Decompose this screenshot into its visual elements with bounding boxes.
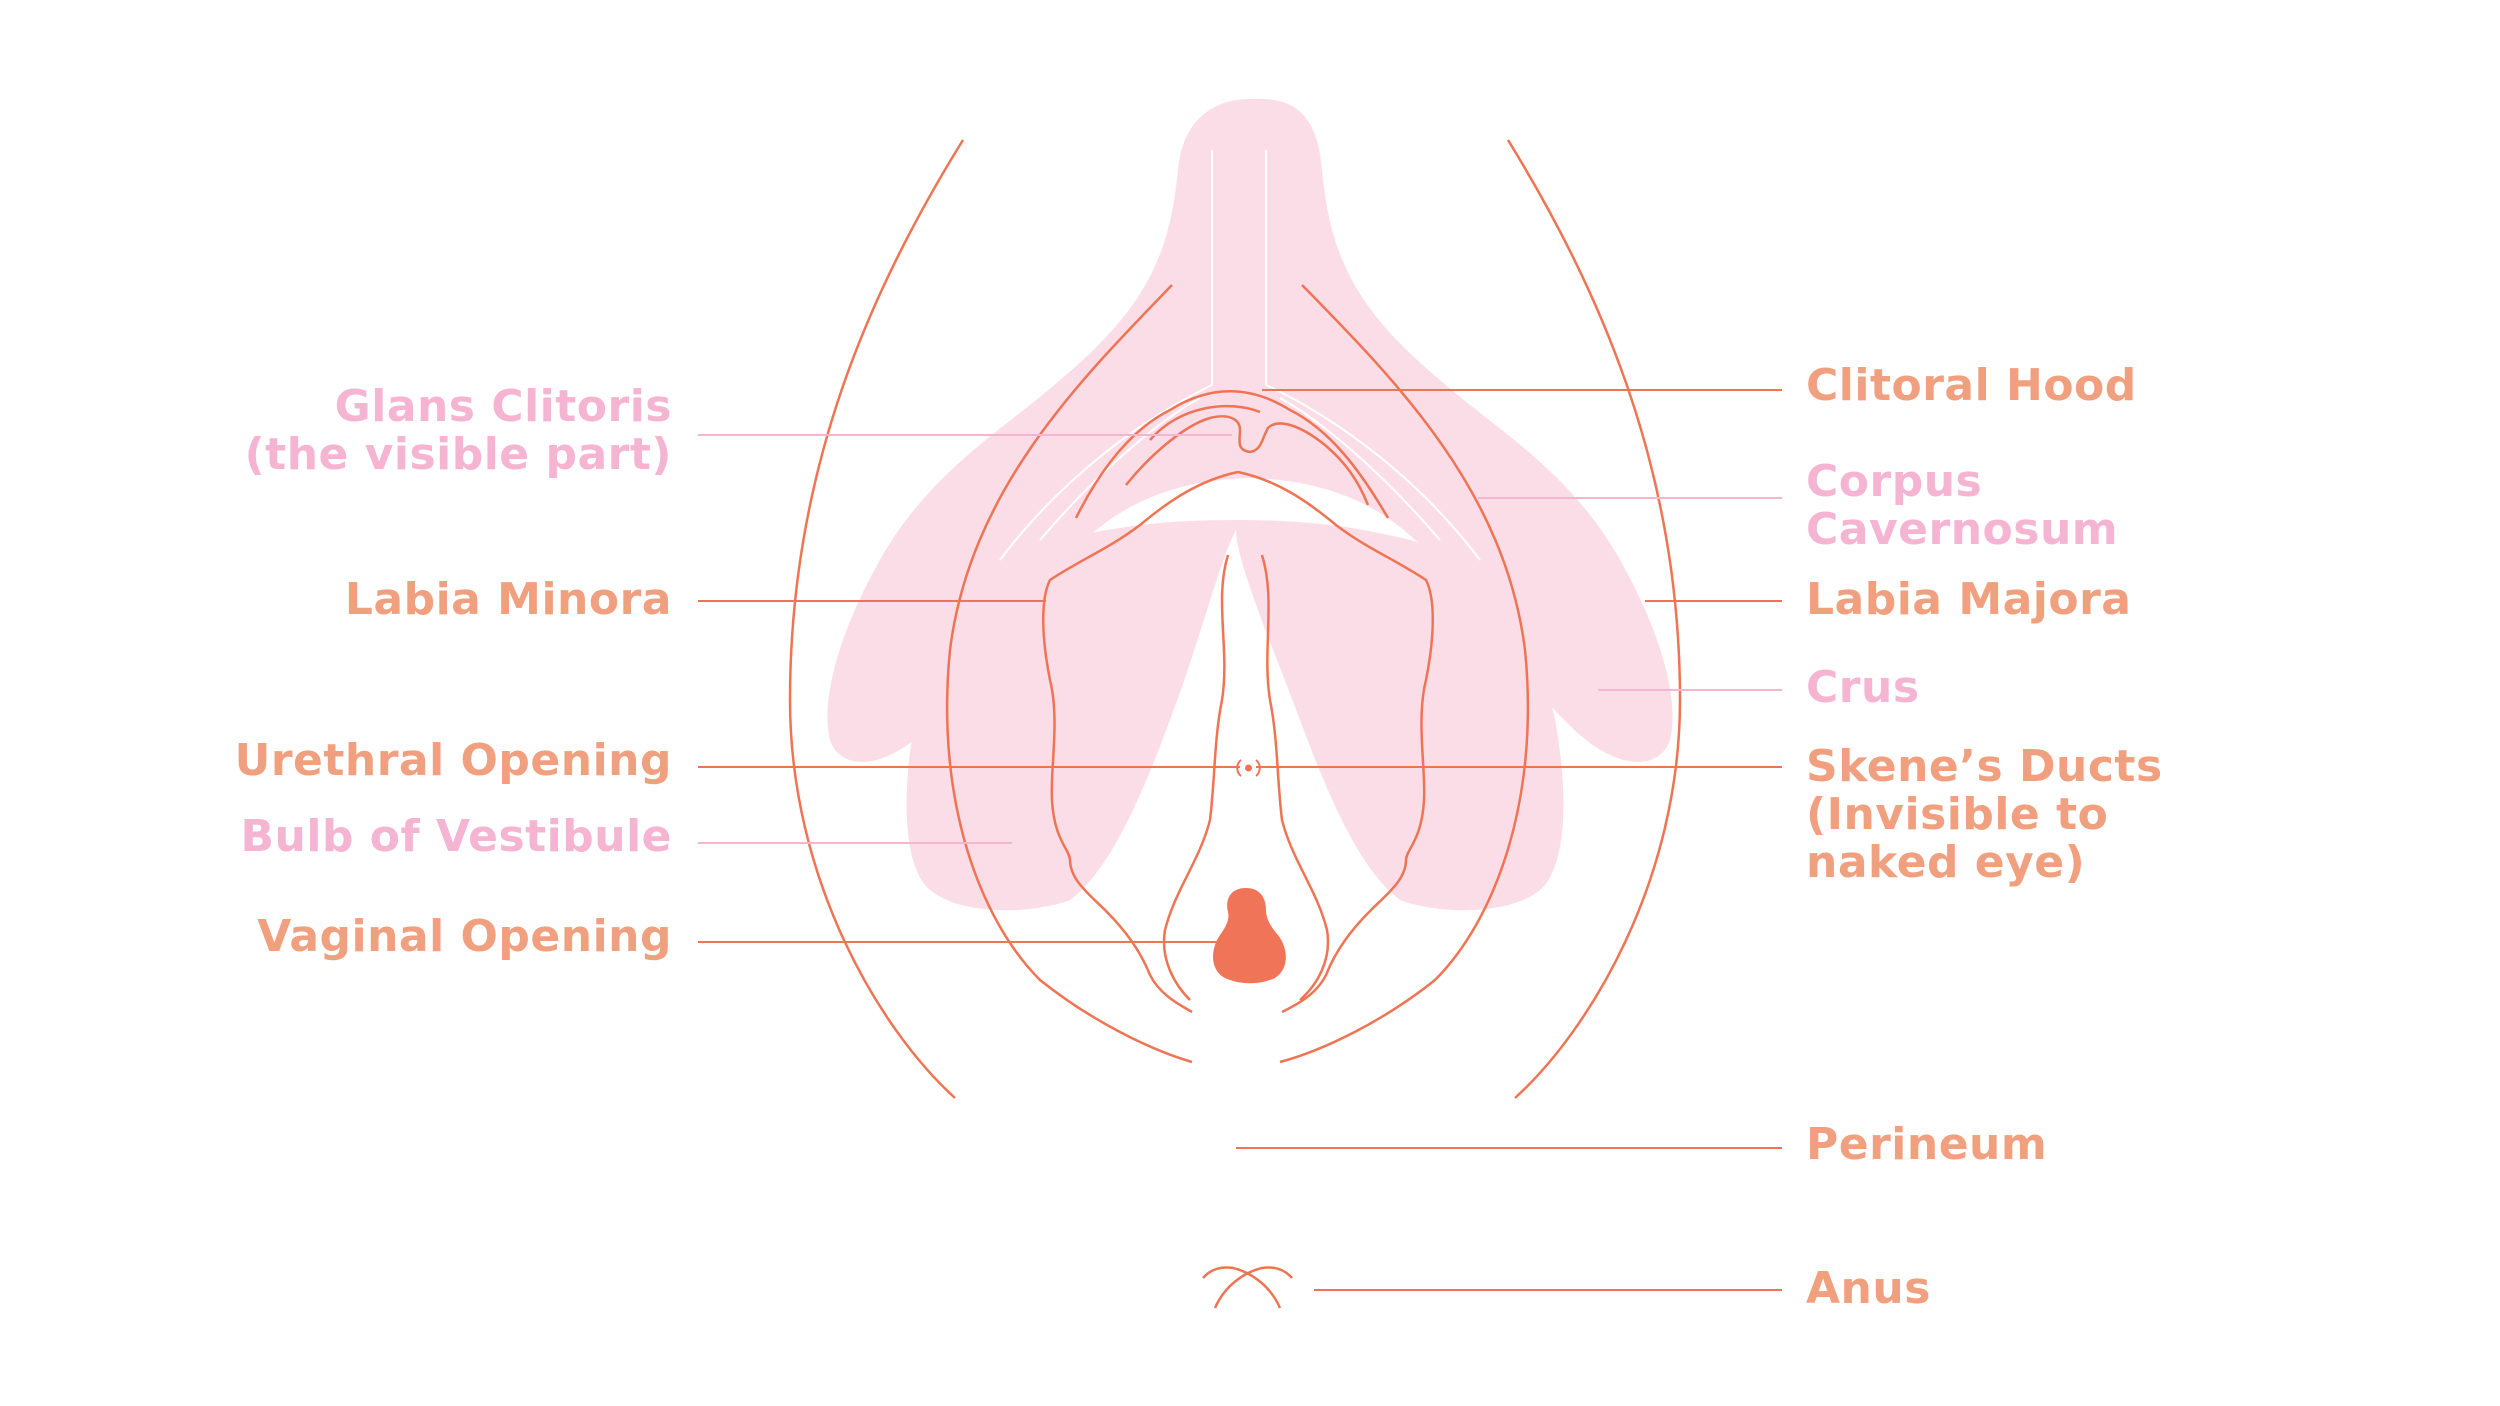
label-labia-majora: Labia Majora bbox=[1806, 576, 2132, 624]
label-glans-clitoris: Glans Clitoris (the visible part) bbox=[245, 383, 672, 479]
label-vaginal-opening: Vaginal Opening bbox=[257, 913, 672, 961]
vaginal-opening-shape bbox=[1213, 888, 1286, 983]
anus-mark bbox=[1203, 1267, 1292, 1308]
label-urethral-opening: Urethral Opening bbox=[235, 737, 672, 785]
label-crus: Crus bbox=[1806, 664, 1920, 712]
bulb-of-vestibule-shape bbox=[907, 520, 1564, 910]
label-corpus-cavernosum: Corpus Cavernosum bbox=[1806, 458, 2118, 554]
label-labia-minora: Labia Minora bbox=[345, 576, 672, 624]
label-skenes-ducts: Skene’s Ducts (Invisible to naked eye) bbox=[1806, 743, 2163, 887]
label-anus: Anus bbox=[1806, 1265, 1931, 1313]
label-perineum: Perineum bbox=[1806, 1121, 2047, 1169]
label-clitoral-hood: Clitoral Hood bbox=[1806, 362, 2137, 410]
label-bulb-of-vestibule: Bulb of Vestibule bbox=[241, 813, 672, 861]
